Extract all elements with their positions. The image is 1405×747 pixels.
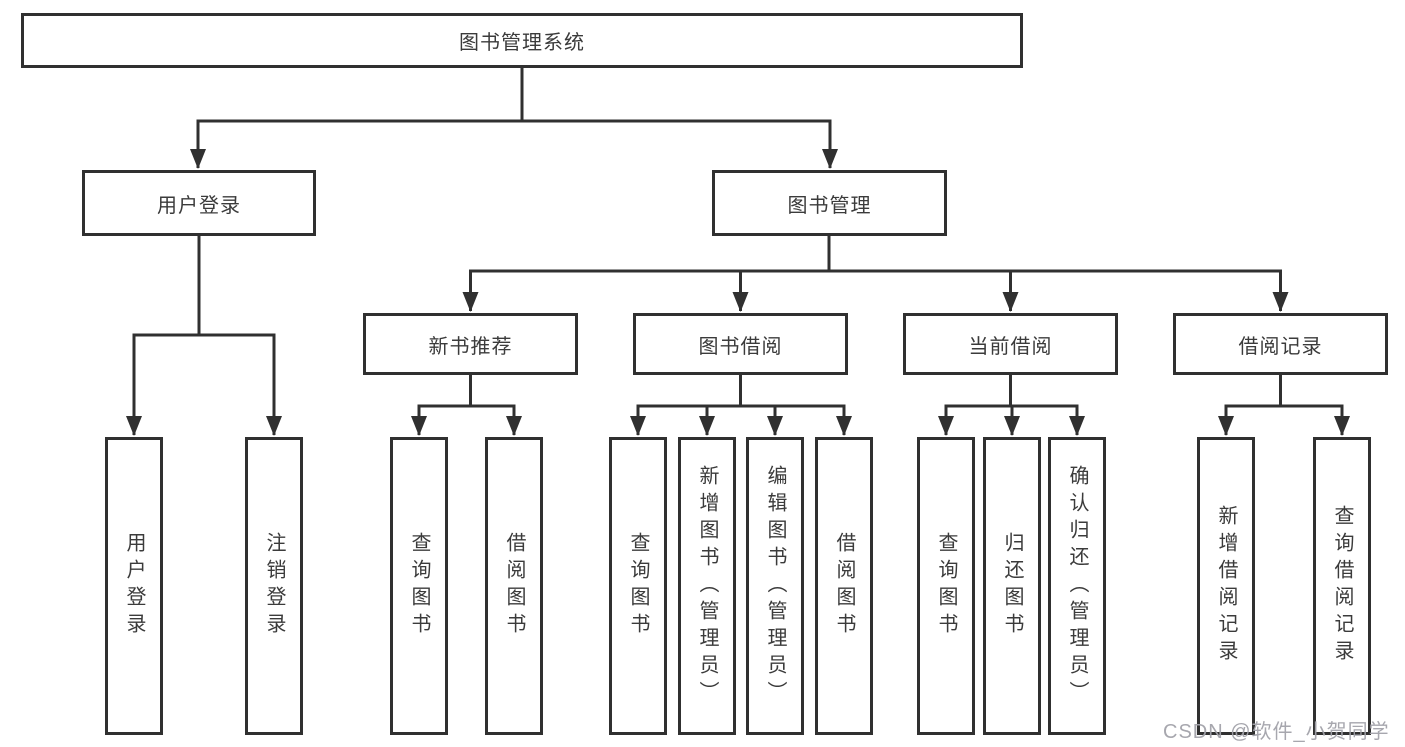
node-book-borrowing: 图书借阅 [633,313,848,375]
node-label: 用户登录 [123,532,145,640]
node-label: 当前借阅 [968,335,1053,358]
node-label: 借阅图书 [833,532,855,640]
node-label: 归还图书 [1001,532,1023,640]
node-label: 新书推荐 [428,335,513,358]
node-borrowing-records: 借阅记录 [1173,313,1388,375]
node-label: 借阅图书 [503,532,525,640]
node-label: 确认归还（管理员） [1066,464,1088,708]
node-label: 图书管理系统 [459,32,585,54]
node-label: 图书管理 [787,194,872,217]
node-user-login: 用户登录 [82,170,316,236]
node-label: 图书借阅 [698,335,783,358]
node-label: 借阅记录 [1238,335,1323,358]
node-new-book-recommendation: 新书推荐 [363,313,578,375]
node-current-borrowing: 当前借阅 [903,313,1118,375]
watermark-text: CSDN @软件_小贺同学 [1163,721,1390,743]
node-search-books-borrowing: 查询图书 [609,437,667,735]
node-borrow-books-borrowing: 借阅图书 [815,437,873,735]
node-add-borrow-record: 新增借阅记录 [1197,437,1255,735]
node-label: 查询图书 [627,532,649,640]
node-label: 编辑图书（管理员） [764,464,786,708]
node-book-management: 图书管理 [712,170,947,236]
node-search-books-recommend: 查询图书 [390,437,448,735]
node-user-login-leaf: 用户登录 [105,437,163,735]
node-label: 查询图书 [408,532,430,640]
node-label: 查询借阅记录 [1331,505,1353,667]
node-label: 新增借阅记录 [1215,505,1237,667]
node-label: 注销登录 [263,532,285,640]
node-borrow-books-recommend: 借阅图书 [485,437,543,735]
node-return-books: 归还图书 [983,437,1041,735]
node-edit-books-admin: 编辑图书（管理员） [746,437,804,735]
node-library-management-system: 图书管理系统 [21,13,1023,68]
node-add-books-admin: 新增图书（管理员） [678,437,736,735]
node-label: 查询图书 [935,532,957,640]
node-search-borrow-record: 查询借阅记录 [1313,437,1371,735]
node-search-books-current: 查询图书 [917,437,975,735]
node-confirm-return-admin: 确认归还（管理员） [1048,437,1106,735]
node-label: 新增图书（管理员） [696,464,718,708]
node-label: 用户登录 [157,194,241,217]
node-logout-login: 注销登录 [245,437,303,735]
